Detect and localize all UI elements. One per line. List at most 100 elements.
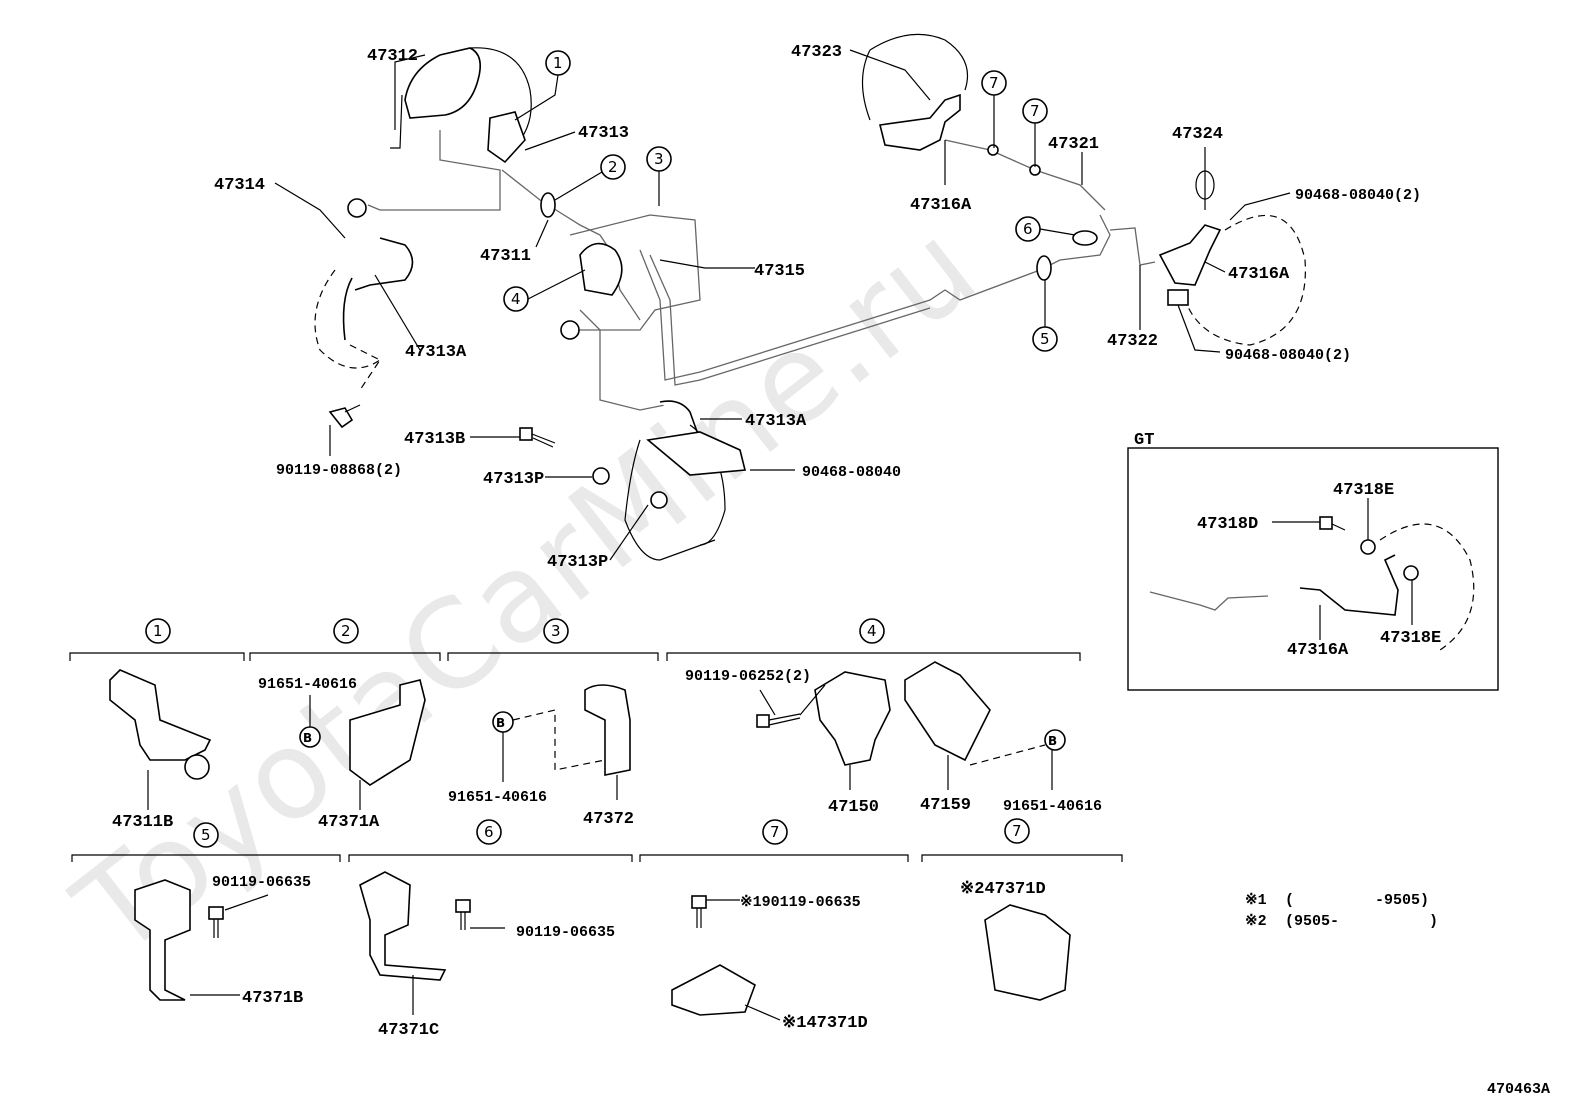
svg-text:5: 5 xyxy=(201,826,211,844)
label-47318E-bot: 47318E xyxy=(1380,629,1441,648)
label-90119-06635-a: 90119-06635 xyxy=(212,874,311,891)
brake-pipe xyxy=(569,214,701,331)
bolt-mark-letter: B xyxy=(496,716,505,730)
clamp-47371C-shape xyxy=(359,871,447,981)
label-90468-08040-2a: 90468-08040(2) xyxy=(1295,187,1421,204)
callout-7: 7 xyxy=(1004,818,1030,844)
flex-hose xyxy=(659,400,701,441)
grommet-icon xyxy=(560,320,580,340)
callout-4: 4 xyxy=(859,618,885,644)
bolt-icon xyxy=(756,713,801,728)
washer-icon xyxy=(592,467,610,485)
label-47321: 47321 xyxy=(1048,135,1099,154)
label-47312: 47312 xyxy=(367,47,418,66)
label-47324: 47324 xyxy=(1172,125,1223,144)
note-mark-2: ※2 xyxy=(1245,913,1267,930)
callout-1: 1 xyxy=(145,618,171,644)
bolt-icon xyxy=(1319,516,1346,531)
svg-text:4: 4 xyxy=(511,290,521,308)
svg-text:1: 1 xyxy=(153,622,163,640)
rotor-outline xyxy=(1184,214,1306,346)
svg-text:6: 6 xyxy=(1023,220,1033,238)
rotor-outline xyxy=(869,33,969,91)
flex-hose xyxy=(354,237,414,291)
label-47313A-mid: 47313A xyxy=(745,412,807,431)
callout-6: 6 xyxy=(476,819,502,845)
callout-2: 2 xyxy=(600,154,626,180)
label-47159: 47159 xyxy=(920,796,971,815)
callout-7: 7 xyxy=(762,819,788,845)
leader-dashed xyxy=(969,744,1046,766)
bolt-icon xyxy=(328,404,361,429)
label-47372: 47372 xyxy=(583,810,634,829)
brake-pipe xyxy=(570,329,666,411)
label-47316A-top: 47316A xyxy=(910,196,972,215)
label-47314: 47314 xyxy=(214,176,265,195)
label-47313A-left: 47313A xyxy=(405,343,467,362)
label-47316A-right: 47316A xyxy=(1228,265,1290,284)
bolt-icon xyxy=(519,427,556,448)
svg-text:7: 7 xyxy=(989,74,999,92)
callout-7: 7 xyxy=(981,70,1007,96)
union-fitting xyxy=(1072,230,1098,246)
clamp-47372-shape xyxy=(584,684,631,776)
leader-dashed xyxy=(512,709,606,771)
main-brake-line xyxy=(649,254,931,386)
label-47315: 47315 xyxy=(754,262,805,281)
gt-brake-line xyxy=(1149,591,1269,611)
bottom-parts: B B B xyxy=(109,661,1071,1016)
callout-6: 6 xyxy=(1015,216,1041,242)
label-47371B: 47371B xyxy=(242,989,303,1008)
svg-text:4: 4 xyxy=(867,622,877,640)
label-91651-40616-a: 91651-40616 xyxy=(258,676,357,693)
label-47371C: 47371C xyxy=(378,1021,439,1040)
label-47313: 47313 xyxy=(578,124,629,143)
clip-point xyxy=(987,144,999,156)
washer-icon xyxy=(1403,565,1419,581)
svg-text:6: 6 xyxy=(484,823,494,841)
callout-5: 5 xyxy=(1032,326,1058,352)
master-cylinder-shape xyxy=(404,47,481,119)
flex-hose xyxy=(879,93,961,151)
group-brackets xyxy=(69,652,1123,862)
label-91651-40616-c: 91651-40616 xyxy=(1003,798,1102,815)
front-left-assembly xyxy=(314,47,1111,429)
figure-code: 470463A xyxy=(1487,1081,1550,1098)
rear-brake-line xyxy=(1109,227,1156,266)
valve-47150-shape xyxy=(814,671,891,766)
bracket-hole xyxy=(184,754,210,780)
part-labels: 47312 47313 47314 4 7 3 1 1 47315 47313A 901… xyxy=(112,43,1441,1040)
bolt-mark xyxy=(1044,729,1066,751)
booster-outline xyxy=(469,47,532,141)
callout-4: 4 xyxy=(503,286,529,312)
callout-7: 7 xyxy=(1022,98,1048,124)
brake-pipe xyxy=(367,130,501,211)
label-47318D: 47318D xyxy=(1197,515,1258,534)
label-47311B: 47311B xyxy=(112,813,173,832)
callout-3: 3 xyxy=(543,618,569,644)
clamp-47371A-shape xyxy=(349,679,426,786)
rotor-outline xyxy=(314,269,381,369)
note-mark-1: ※1 xyxy=(1245,892,1267,909)
rotor-outline xyxy=(861,49,871,121)
label-47371A: 47371A xyxy=(318,813,380,832)
gt-label: GT xyxy=(1134,431,1154,450)
label-47322: 47322 xyxy=(1107,332,1158,351)
svg-text:1: 1 xyxy=(553,54,563,72)
label-91651-40616-b: 91651-40616 xyxy=(448,789,547,806)
clamp-47371B-shape xyxy=(134,879,191,1001)
bolt-icon xyxy=(208,906,224,938)
svg-text:3: 3 xyxy=(551,622,561,640)
svg-text:7: 7 xyxy=(1030,102,1040,120)
washer-icon xyxy=(1360,539,1376,555)
leader-lines xyxy=(147,49,1413,1021)
label-47313P-a: 47313P xyxy=(483,470,544,489)
proportioning-valve-shape xyxy=(579,242,623,296)
svg-text:2: 2 xyxy=(341,622,351,640)
grommet-icon xyxy=(347,198,367,218)
flex-hose xyxy=(1299,554,1399,616)
notes: ※1 ( -9505) ※2 (9505- ) xyxy=(1245,892,1438,930)
label-47371D-top: ※247371D xyxy=(960,880,1046,899)
union-fitting xyxy=(540,192,556,218)
